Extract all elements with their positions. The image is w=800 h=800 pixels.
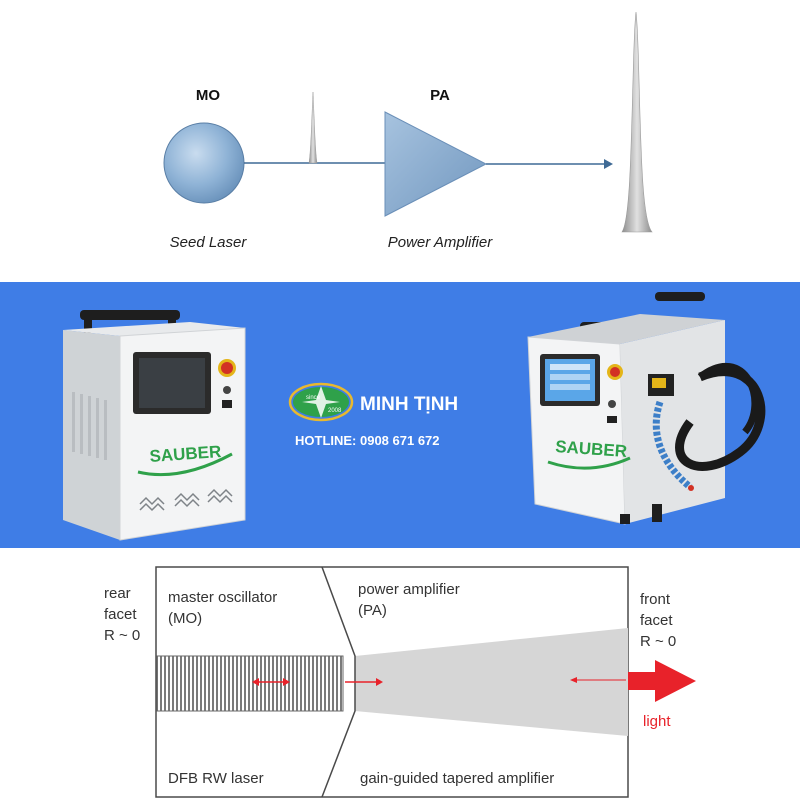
front-facet-label-3: R ~ 0 — [640, 633, 676, 650]
amplified-pulse — [621, 11, 653, 233]
pa-label: PA — [430, 87, 450, 104]
mopa-concept-diagram: MO PA Seed Laser Power Amplifier — [0, 0, 800, 282]
machine-brand-right: SAUBER — [555, 437, 628, 461]
beam-arrow-head — [604, 159, 613, 169]
front-facet-label-1: front — [640, 591, 671, 608]
mo-title-2: (MO) — [168, 610, 202, 627]
pa-title-2: (PA) — [358, 602, 387, 619]
rear-facet-label-2: facet — [104, 606, 137, 623]
output-light-arrow — [628, 660, 696, 702]
product-banner: SAUBER since 2008 MINH TỊNH HOTLINE: 090… — [0, 282, 800, 548]
mo-double-arrow — [252, 678, 290, 686]
seed-laser-caption: Seed Laser — [170, 234, 248, 251]
front-facet-label-2: facet — [640, 612, 673, 629]
pa-input-arrow — [345, 678, 383, 686]
dfb-grating — [156, 655, 344, 712]
tapered-caption: gain-guided tapered amplifier — [360, 770, 554, 787]
svg-text:2008: 2008 — [328, 408, 342, 414]
brand-swoosh-left — [137, 452, 233, 477]
tapered-gain-region — [355, 628, 628, 736]
pa-title-1: power amplifier — [358, 581, 460, 598]
mo-pa-divider — [321, 566, 356, 798]
brand-name: MINH TỊNH — [360, 394, 458, 415]
mo-label: MO — [196, 87, 220, 104]
mopa-schematic: rear facet R ~ 0 front facet R ~ 0 maste… — [0, 548, 800, 800]
laser-machine-left — [63, 310, 246, 541]
laser-machine-right — [527, 292, 766, 525]
mo-title-1: master oscillator — [168, 589, 277, 606]
brand-swoosh-right — [547, 456, 631, 470]
minh-tinh-logo: since 2008 — [288, 382, 354, 422]
seed-pulse — [308, 91, 318, 164]
light-label: light — [643, 713, 671, 730]
svg-text:since: since — [306, 395, 321, 401]
amplifier-triangle — [384, 111, 488, 217]
rear-facet-label-3: R ~ 0 — [104, 627, 140, 644]
machine-brand-left: SAUBER — [149, 442, 222, 466]
pa-back-arrow — [570, 677, 626, 683]
dfb-caption: DFB RW laser — [168, 770, 264, 787]
seed-laser-sphere — [163, 122, 245, 204]
rear-facet-label-1: rear — [104, 585, 131, 602]
power-amplifier-caption: Power Amplifier — [388, 234, 493, 251]
hotline: HOTLINE: 0908 671 672 — [295, 433, 440, 448]
